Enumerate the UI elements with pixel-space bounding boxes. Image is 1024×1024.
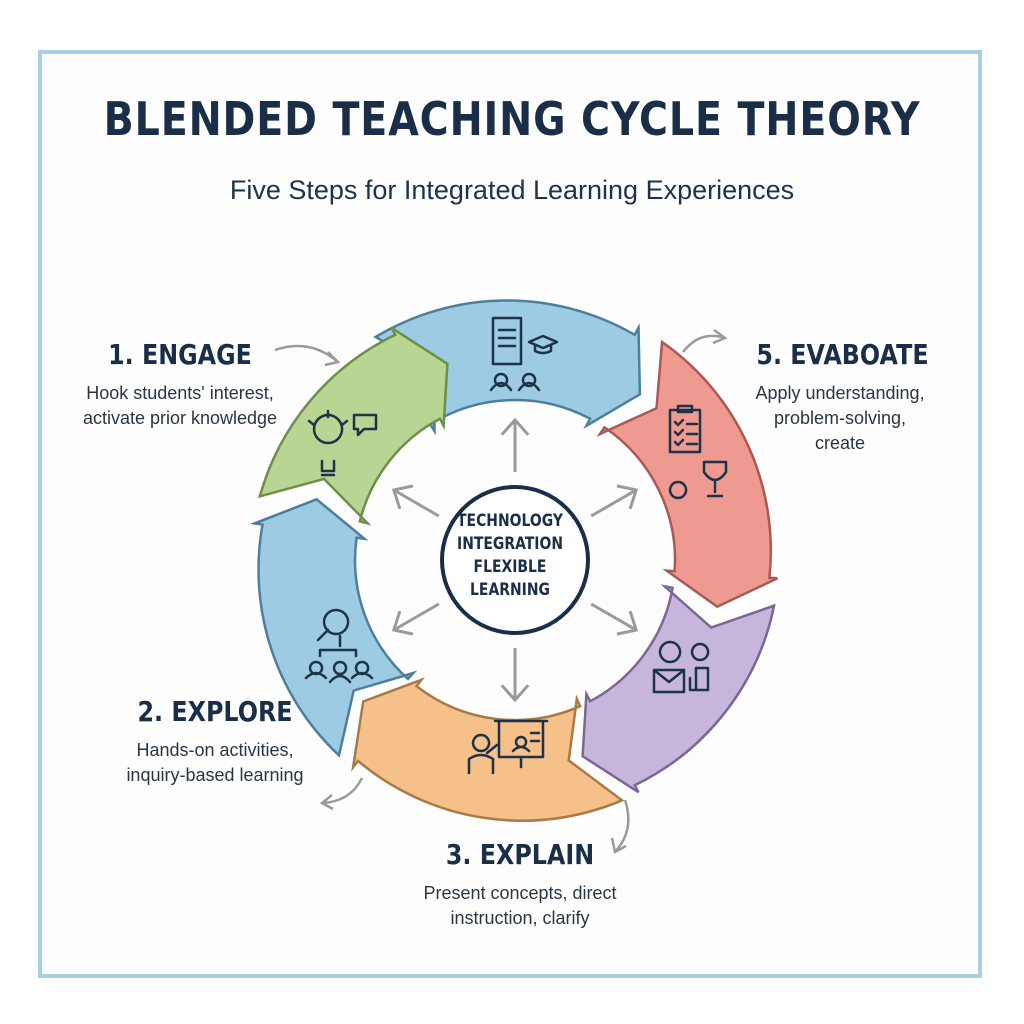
spoke-arrow [590,484,639,518]
step-explore: 2. EXPLORE Hands-on activities, inquiry-… [70,695,360,788]
center-label: TECHNOLOGY INTEGRATION FLEXIBLE LEARNING [457,510,564,602]
step-description: Present concepts, direct instruction, cl… [423,883,617,928]
tablet-graduation-icon [489,316,559,392]
step-description: Hands-on activities, inquiry-based learn… [126,740,304,785]
lightbulb-speech-icon [307,409,378,477]
step-explain: 3. EXPLAIN Present concepts, direct inst… [395,838,645,931]
step-description: Hook students' interest, activate prior … [82,383,278,428]
center-line: FLEXIBLE [473,557,547,577]
presenter-board-icon [467,719,549,775]
spoke-arrow [391,484,440,518]
curved-arrow-explain [610,799,630,854]
step-heading: 5. EVABOATE [756,338,929,371]
curved-arrow-explore [319,777,364,811]
spoke-arrow [590,602,639,636]
spoke-arrow [500,648,530,703]
segment-explain [351,677,625,822]
curved-arrow-evaluate [682,328,728,353]
segment-explore [249,497,418,758]
segment-purple [581,584,776,794]
step-heading: 1. ENGAGE [108,338,252,371]
clipboard-trophy-icon [668,404,728,500]
spoke-arrow [500,417,530,472]
step-evaluate: 5. EVABOATE Apply understanding, problem… [735,338,950,456]
center-line: INTEGRATION [457,534,563,554]
step-engage: 1. ENGAGE Hook students' interest, activ… [55,338,305,431]
spoke-arrow [391,602,440,636]
center-circle [440,485,590,635]
curved-arrow-engage [274,344,341,367]
page-title: BLENDED TEACHING CYCLE THEORY [103,92,921,146]
gears-mail-icon [652,640,710,694]
step-heading: 2. EXPLORE [137,695,293,728]
magnifier-group-icon [304,608,374,684]
segment-evaluate [596,339,778,609]
step-description: Apply understanding, problem-solving, cr… [755,383,925,453]
step-heading: 3. EXPLAIN [445,838,595,871]
center-line: LEARNING [470,580,550,600]
center-line: TECHNOLOGY [457,511,563,531]
page-subtitle: Five Steps for Integrated Learning Exper… [229,175,795,205]
